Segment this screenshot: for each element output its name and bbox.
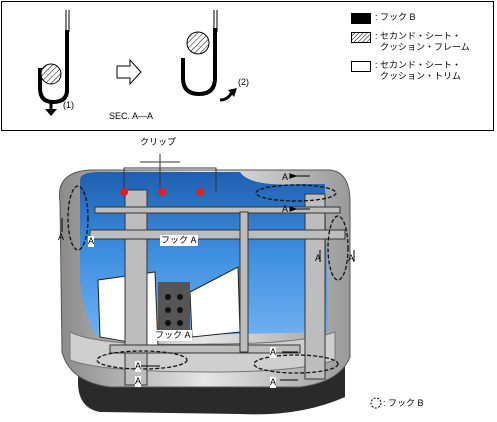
center-block — [158, 282, 190, 337]
section-label: SEC. A—A — [109, 111, 154, 121]
section-a-bottom-2: A — [135, 376, 142, 387]
section-cut-arrows — [61, 173, 355, 381]
arrow-right-icon — [116, 58, 142, 86]
section-a-top-1: A — [282, 172, 289, 182]
legend-frame-line1: : セカンド・シート・ — [375, 31, 462, 41]
clip-marker-right — [196, 188, 204, 196]
seat-cushion-illustration — [58, 154, 382, 415]
hook-b-fill-icon — [351, 13, 371, 24]
section-a-top-2: A — [282, 204, 289, 214]
legend-trim-line2: クッション・トリム — [380, 71, 462, 81]
legend-frame-line2: クッション・フレーム — [380, 42, 470, 52]
section-a-bottom-1: A — [135, 361, 142, 372]
clip-marker-left — [120, 188, 128, 196]
legend-trim-line1: : セカンド・シート・ — [375, 60, 462, 70]
section-a-bottom-4: A — [270, 377, 277, 388]
dashed-circle-icon — [370, 397, 382, 409]
arrow-down-icon — [45, 103, 57, 116]
clip-bracket — [123, 167, 217, 192]
legend-hook-b: : フック B — [375, 12, 416, 22]
arrow-2-label: (2) — [238, 77, 249, 87]
hatched-frame-icon — [351, 32, 371, 43]
hook-b-note: : フック B — [383, 398, 424, 408]
section-diagram — [38, 10, 237, 116]
hook-a-label-lower: フック A — [154, 330, 192, 341]
hook-state-before — [38, 10, 70, 105]
rotate-arrow-icon — [219, 88, 237, 102]
hook-state-after — [181, 10, 218, 97]
section-detail-box: (1) (2) SEC. A—A : フック B : セカンド・シート・ クッシ… — [1, 1, 494, 131]
trim-outline-icon — [351, 61, 371, 72]
section-a-right-1: A — [315, 253, 322, 263]
section-a-left-2: A — [88, 236, 95, 247]
hook-a-label-upper: フック A — [160, 235, 198, 246]
clip-label: クリップ — [140, 137, 177, 147]
arrow-1-label: (1) — [63, 100, 74, 110]
clip-marker-center — [158, 188, 166, 196]
section-a-left-1: A — [58, 232, 65, 242]
section-a-bottom-3: A — [270, 347, 277, 358]
hook-b-markers — [67, 184, 349, 374]
section-a-right-2: A — [348, 253, 355, 263]
seat-frame — [89, 189, 346, 386]
